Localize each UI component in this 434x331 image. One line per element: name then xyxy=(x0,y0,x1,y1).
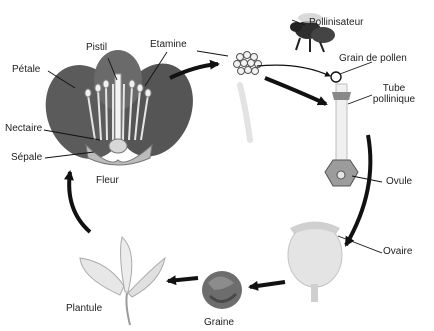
label-pistil: Pistil xyxy=(86,43,107,54)
flower-illustration xyxy=(33,50,206,170)
nectary-shape xyxy=(109,139,127,153)
stamen-filament xyxy=(240,85,250,140)
label-nectaire: Nectaire xyxy=(5,124,42,135)
pollen-transfer-arrow xyxy=(257,65,330,76)
label-fleur: Fleur xyxy=(96,176,119,187)
label-ovule: Ovule xyxy=(386,177,412,188)
ovule-core xyxy=(337,171,345,179)
arrow-seedling-to-flower xyxy=(69,172,90,232)
pollen-cluster xyxy=(234,52,262,75)
pollen-grain-circle xyxy=(331,72,341,82)
label-grain-de-pollen: Grain de pollen xyxy=(339,54,407,65)
label-ovaire: Ovaire xyxy=(383,247,412,258)
stigma-shape xyxy=(332,92,351,100)
pistil-shape xyxy=(115,74,121,140)
label-petale: Pétale xyxy=(12,65,40,76)
label-etamine: Etamine xyxy=(150,40,187,51)
ovary-illustration xyxy=(288,222,342,303)
label-tube-line2: pollinique xyxy=(368,95,420,106)
label-graine: Graine xyxy=(204,318,234,329)
arrow-ovule-to-ovary xyxy=(346,135,370,245)
label-sepale: Sépale xyxy=(11,153,42,164)
label-pollinisateur: Pollinisateur xyxy=(309,18,363,29)
arrow-seed-to-seedling xyxy=(168,278,198,281)
label-tube-line1: Tube xyxy=(368,84,420,95)
label-plantule: Plantule xyxy=(66,304,102,315)
arrow-pollen-to-tube xyxy=(265,78,326,104)
label-tube-pollinique: Tube pollinique xyxy=(368,84,420,105)
seed-illustration xyxy=(202,271,242,309)
arrow-ovary-to-seed xyxy=(250,282,285,287)
